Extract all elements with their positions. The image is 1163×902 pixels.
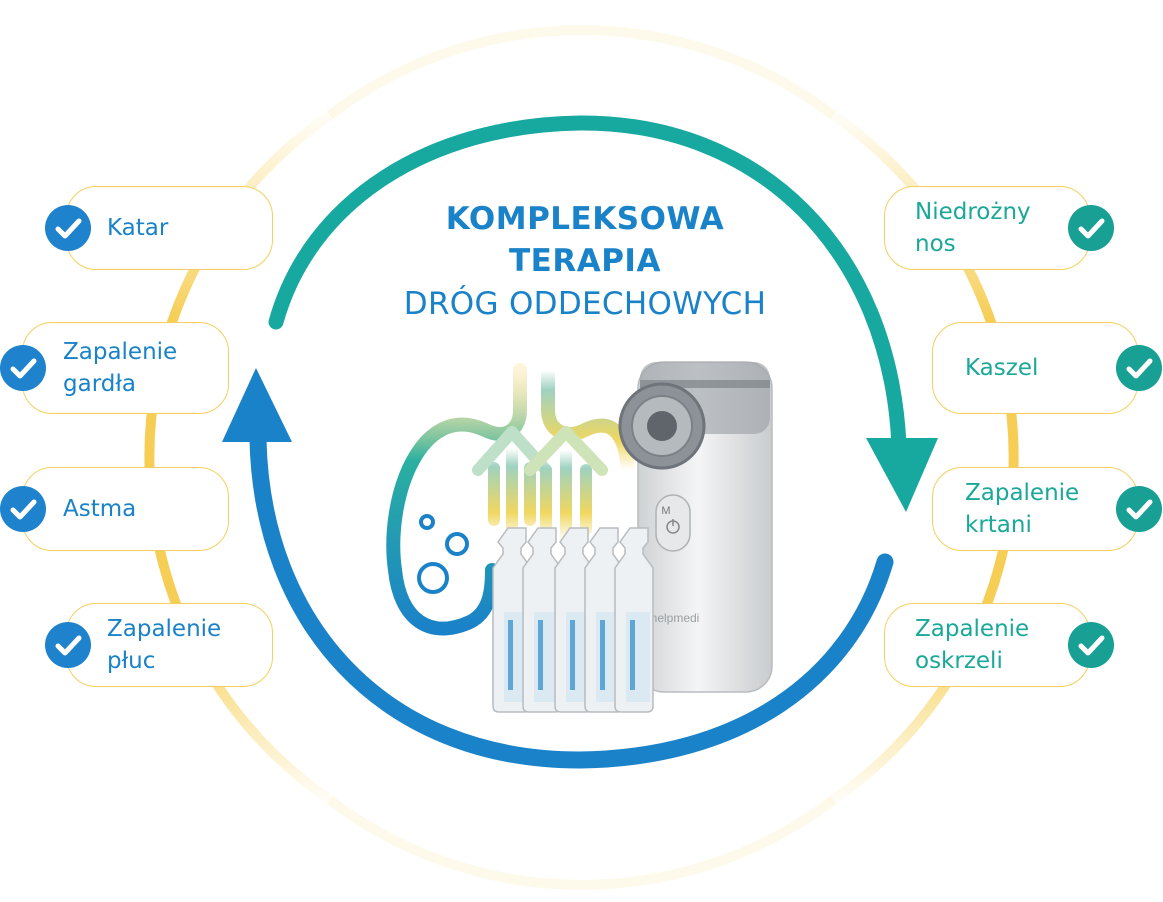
ampoules-image [492,527,654,713]
left-item-zapalenie-gardla: Zapalenie gardła [22,322,229,414]
device-brand-label: helpmedi [651,611,700,625]
left-item-katar: Katar [66,186,273,270]
left-item-label: Katar [107,215,169,241]
check-circle-icon [1116,345,1162,391]
right-item-zapalenie-oskrzeli: Zapalenie oskrzeli [884,603,1090,687]
left-item-label: Zapalenie płuc [107,616,222,674]
title-line-2: TERAPIA [509,243,661,279]
teal-arrow-icon [268,115,938,512]
diagram-title: KOMPLEKSOWA TERAPIA DRÓG ODDECHOWYCH [300,198,870,326]
left-item-label: Astma [63,496,137,522]
right-item-label: Zapalenie krtani [965,480,1080,538]
check-circle-icon [45,205,91,251]
left-item-astma: Astma [22,467,229,551]
left-item-zapalenie-pluc: Zapalenie płuc [66,603,273,687]
check-circle-icon [1068,205,1114,251]
check-circle-icon [1116,486,1162,532]
check-circle-icon [0,345,46,391]
nebulizer-image [618,361,773,693]
right-item-label: Kaszel [965,355,1039,381]
check-circle-icon [1068,622,1114,668]
right-item-kaszel: Kaszel [932,322,1138,414]
right-item-niedrozny-nos: Niedrożny nos [884,186,1090,270]
device-mode-label: M [661,505,670,517]
right-item-zapalenie-krtani: Zapalenie krtani [932,467,1138,551]
check-circle-icon [45,622,91,668]
left-item-label: Zapalenie gardła [63,339,178,397]
right-item-label: Niedrożny nos [915,199,1031,257]
blue-arrow-icon [222,368,894,769]
title-line-3: DRÓG ODDECHOWYCH [403,286,767,322]
check-circle-icon [0,486,46,532]
right-item-label: Zapalenie oskrzeli [915,616,1030,674]
title-line-1: KOMPLEKSOWA [445,201,725,237]
